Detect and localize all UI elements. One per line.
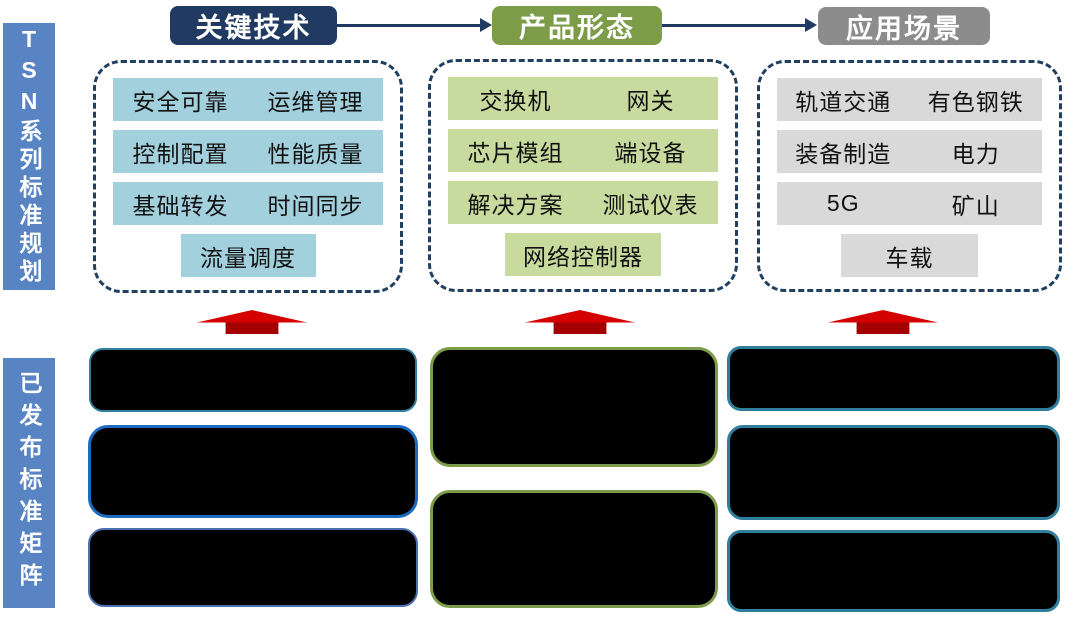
product-cell: 端设备 [583, 129, 718, 172]
flow-arrow-head-icon [805, 18, 817, 32]
cell-row: 芯片模组 端设备 [448, 129, 718, 172]
scenario-cell: 轨道交通 [777, 78, 910, 121]
header-badge-application-scenario: 应用场景 [818, 7, 990, 45]
tech-cell: 性能质量 [248, 130, 383, 173]
scenario-cell: 5G [777, 182, 910, 225]
cell-row: 解决方案 测试仪表 [448, 181, 718, 224]
up-arrow-icon [197, 310, 307, 334]
cell-row: 交换机 网关 [448, 77, 718, 120]
standards-panel-product-2 [430, 490, 718, 608]
scenario-cell: 装备制造 [777, 130, 910, 173]
scenario-cell: 矿山 [909, 182, 1042, 225]
cell-row: 安全可靠 运维管理 [113, 78, 383, 121]
cell-row: 轨道交通 有色钢铁 [777, 78, 1042, 121]
flow-arrow-line [662, 24, 806, 27]
group-box-product-form: 交换机 网关 芯片模组 端设备 解决方案 测试仪表 网络控制器 [428, 59, 738, 292]
cell-row: 基础转发 时间同步 [113, 182, 383, 225]
cell-row: 车载 [777, 234, 1042, 277]
tech-cell: 基础转发 [113, 182, 248, 225]
group-box-key-technology: 安全可靠 运维管理 控制配置 性能质量 基础转发 时间同步 流量调度 [93, 60, 403, 293]
product-cell: 解决方案 [448, 181, 583, 224]
group-box-application-scenario: 轨道交通 有色钢铁 装备制造 电力 5G 矿山 车载 [757, 60, 1062, 292]
up-arrow-icon [828, 310, 938, 334]
flow-arrow-line [337, 24, 481, 27]
flow-arrow-head-icon [480, 18, 492, 32]
standards-panel-tech-2 [88, 425, 418, 518]
standards-panel-product-1 [430, 347, 718, 467]
scenario-cell: 有色钢铁 [909, 78, 1042, 121]
sidebar-label-published-matrix: 已发布标准矩阵 [3, 358, 55, 608]
tech-cell: 控制配置 [113, 130, 248, 173]
cell-row: 网络控制器 [448, 233, 718, 276]
cell-row: 5G 矿山 [777, 182, 1042, 225]
up-arrow-icon [525, 310, 635, 334]
tech-cell: 安全可靠 [113, 78, 248, 121]
cell-row: 控制配置 性能质量 [113, 130, 383, 173]
product-cell: 交换机 [448, 77, 583, 120]
product-cell: 网络控制器 [505, 233, 661, 276]
product-cell: 芯片模组 [448, 129, 583, 172]
standards-panel-scenario-3 [727, 530, 1060, 612]
cell-row: 装备制造 电力 [777, 130, 1042, 173]
header-badge-product-form: 产品形态 [492, 6, 662, 45]
scenario-cell: 车载 [841, 234, 978, 277]
tech-cell: 时间同步 [248, 182, 383, 225]
header-badge-label: 产品形态 [519, 13, 635, 43]
product-cell: 测试仪表 [583, 181, 718, 224]
header-badge-label: 关键技术 [195, 13, 312, 43]
scenario-cell: 电力 [909, 130, 1042, 173]
header-badge-label: 应用场景 [846, 13, 962, 44]
cell-row: 流量调度 [113, 234, 383, 277]
standards-panel-tech-3 [88, 528, 418, 607]
product-cell: 网关 [583, 77, 718, 120]
header-badge-key-technology: 关键技术 [170, 6, 337, 45]
sidebar-label-tsn-series-plan: TSN系列标准规划 [3, 23, 55, 290]
standards-panel-tech-1 [89, 348, 417, 412]
tech-cell: 运维管理 [248, 78, 383, 121]
standards-panel-scenario-2 [727, 425, 1060, 520]
tech-cell: 流量调度 [180, 234, 316, 277]
standards-panel-scenario-1 [727, 346, 1060, 411]
